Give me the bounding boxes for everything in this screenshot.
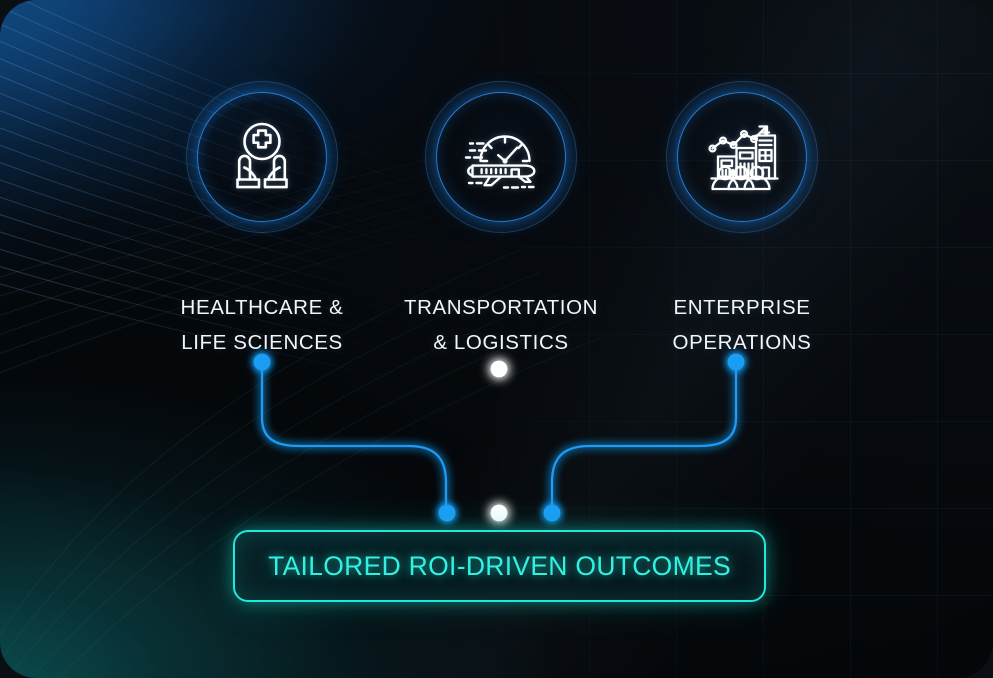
outcome-banner-label: TAILORED ROI-DRIVEN OUTCOMES bbox=[268, 550, 731, 581]
node-healthcare-top bbox=[253, 353, 271, 371]
outcome-banner[interactable]: TAILORED ROI-DRIVEN OUTCOMES bbox=[233, 530, 766, 602]
ring-core bbox=[205, 100, 319, 214]
pillar-healthcare-ring bbox=[186, 81, 338, 233]
transportation-airplane-clock-icon bbox=[425, 81, 577, 233]
pillar-label-line1: TRANSPORTATION bbox=[403, 296, 599, 319]
node-enterprise-bottom bbox=[543, 504, 561, 522]
pillar-label-line2: LIFE SCIENCES bbox=[181, 331, 343, 354]
node-transportation-top bbox=[490, 360, 508, 378]
ring-inner bbox=[197, 92, 327, 222]
healthcare-hands-cross-icon bbox=[186, 81, 338, 233]
wire-enterprise bbox=[550, 362, 738, 515]
ring-outer bbox=[425, 81, 577, 233]
ring-outer bbox=[666, 81, 818, 233]
pillar-enterprise[interactable]: ENTERPRISE OPERATIONS bbox=[627, 81, 857, 360]
enterprise-buildings-growth-people-icon bbox=[666, 81, 818, 233]
ring-inner bbox=[436, 92, 566, 222]
ring-core bbox=[685, 100, 799, 214]
pillar-enterprise-ring bbox=[666, 81, 818, 233]
node-healthcare-bottom bbox=[438, 504, 456, 522]
pillar-label-line1: HEALTHCARE & bbox=[180, 296, 344, 319]
pillar-transportation-ring bbox=[425, 81, 577, 233]
node-transportation-bottom bbox=[490, 504, 508, 522]
pillar-healthcare[interactable]: HEALTHCARE & LIFE SCIENCES bbox=[147, 81, 377, 360]
pillar-label-line2: OPERATIONS bbox=[672, 331, 812, 354]
pillar-transportation[interactable]: TRANSPORTATION & LOGISTICS bbox=[386, 81, 616, 360]
node-enterprise-top bbox=[727, 353, 745, 371]
ring-inner bbox=[677, 92, 807, 222]
pillar-label-line1: ENTERPRISE bbox=[673, 296, 811, 319]
pillar-healthcare-label: HEALTHCARE & LIFE SCIENCES bbox=[147, 290, 377, 360]
pillar-label-line2: & LOGISTICS bbox=[433, 331, 569, 354]
wire-healthcare bbox=[260, 362, 448, 515]
pillar-enterprise-label: ENTERPRISE OPERATIONS bbox=[627, 290, 857, 360]
pillar-transportation-label: TRANSPORTATION & LOGISTICS bbox=[386, 290, 616, 360]
ring-outer bbox=[186, 81, 338, 233]
